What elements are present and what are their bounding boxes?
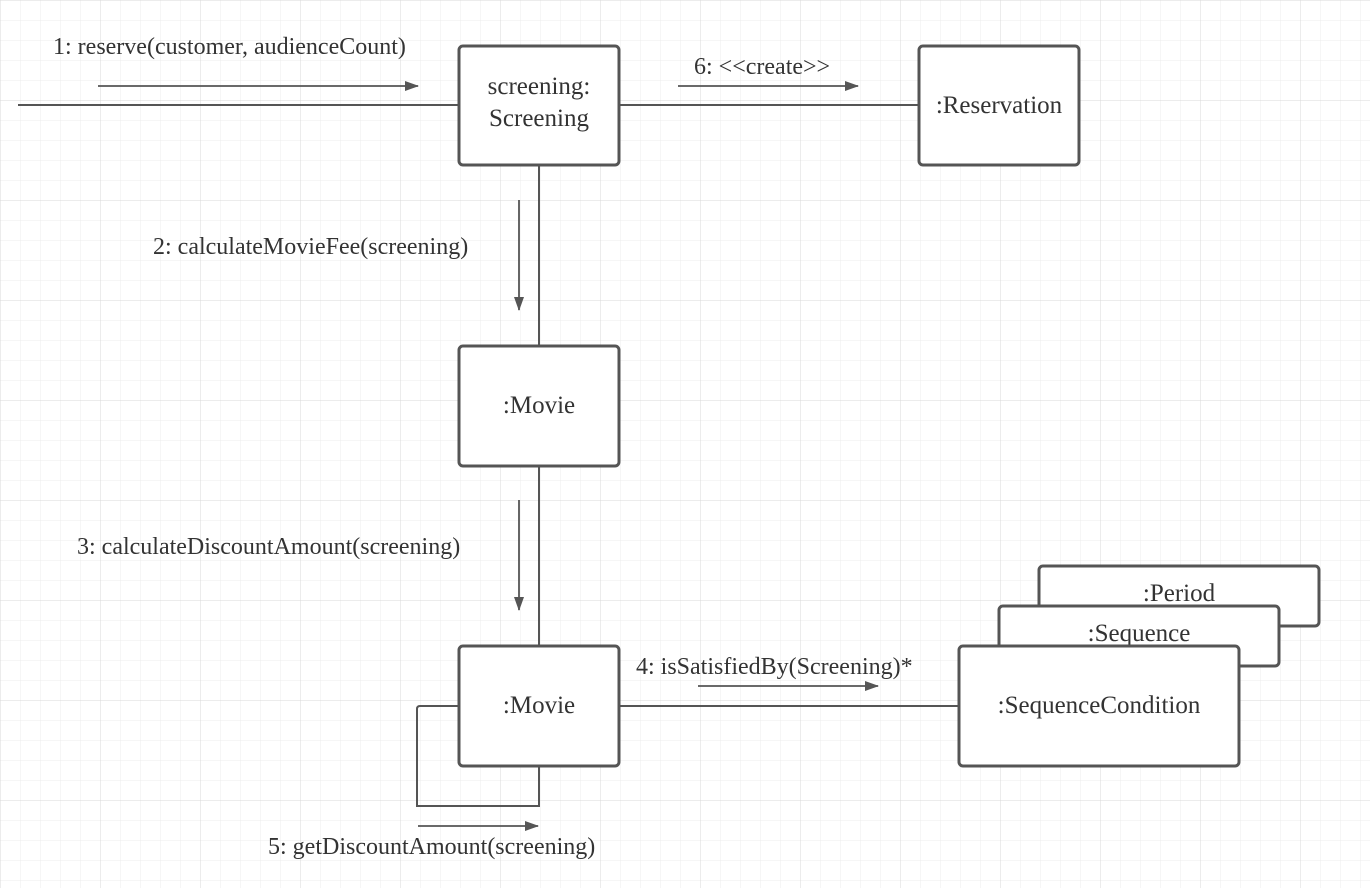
object-screening-name: screening: <box>488 73 591 100</box>
self-link-movie <box>416 705 540 807</box>
object-screening[interactable]: screening: Screening <box>457 44 621 167</box>
object-movie-top[interactable]: :Movie <box>457 344 621 468</box>
object-movie-top-label: :Movie <box>503 392 575 419</box>
object-sequence-label: :Sequence <box>1088 620 1191 647</box>
object-sequence-condition[interactable]: :SequenceCondition <box>957 644 1241 768</box>
object-sequence-condition-label: :SequenceCondition <box>998 692 1201 719</box>
object-movie-bottom-label: :Movie <box>503 692 575 719</box>
object-screening-class: Screening <box>489 105 589 132</box>
message-label-5: 5: getDiscountAmount(screening) <box>268 834 595 860</box>
message-label-6: 6: <<create>> <box>694 54 830 80</box>
object-movie-bottom[interactable]: :Movie <box>457 644 621 768</box>
object-period-label: :Period <box>1143 580 1216 607</box>
message-label-4: 4: isSatisfiedBy(Screening)* <box>636 654 913 680</box>
object-reservation-label: :Reservation <box>936 92 1063 119</box>
message-label-1: 1: reserve(customer, audienceCount) <box>53 34 406 60</box>
object-reservation[interactable]: :Reservation <box>917 44 1081 167</box>
message-label-2: 2: calculateMovieFee(screening) <box>153 234 468 260</box>
message-label-3: 3: calculateDiscountAmount(screening) <box>77 534 460 560</box>
